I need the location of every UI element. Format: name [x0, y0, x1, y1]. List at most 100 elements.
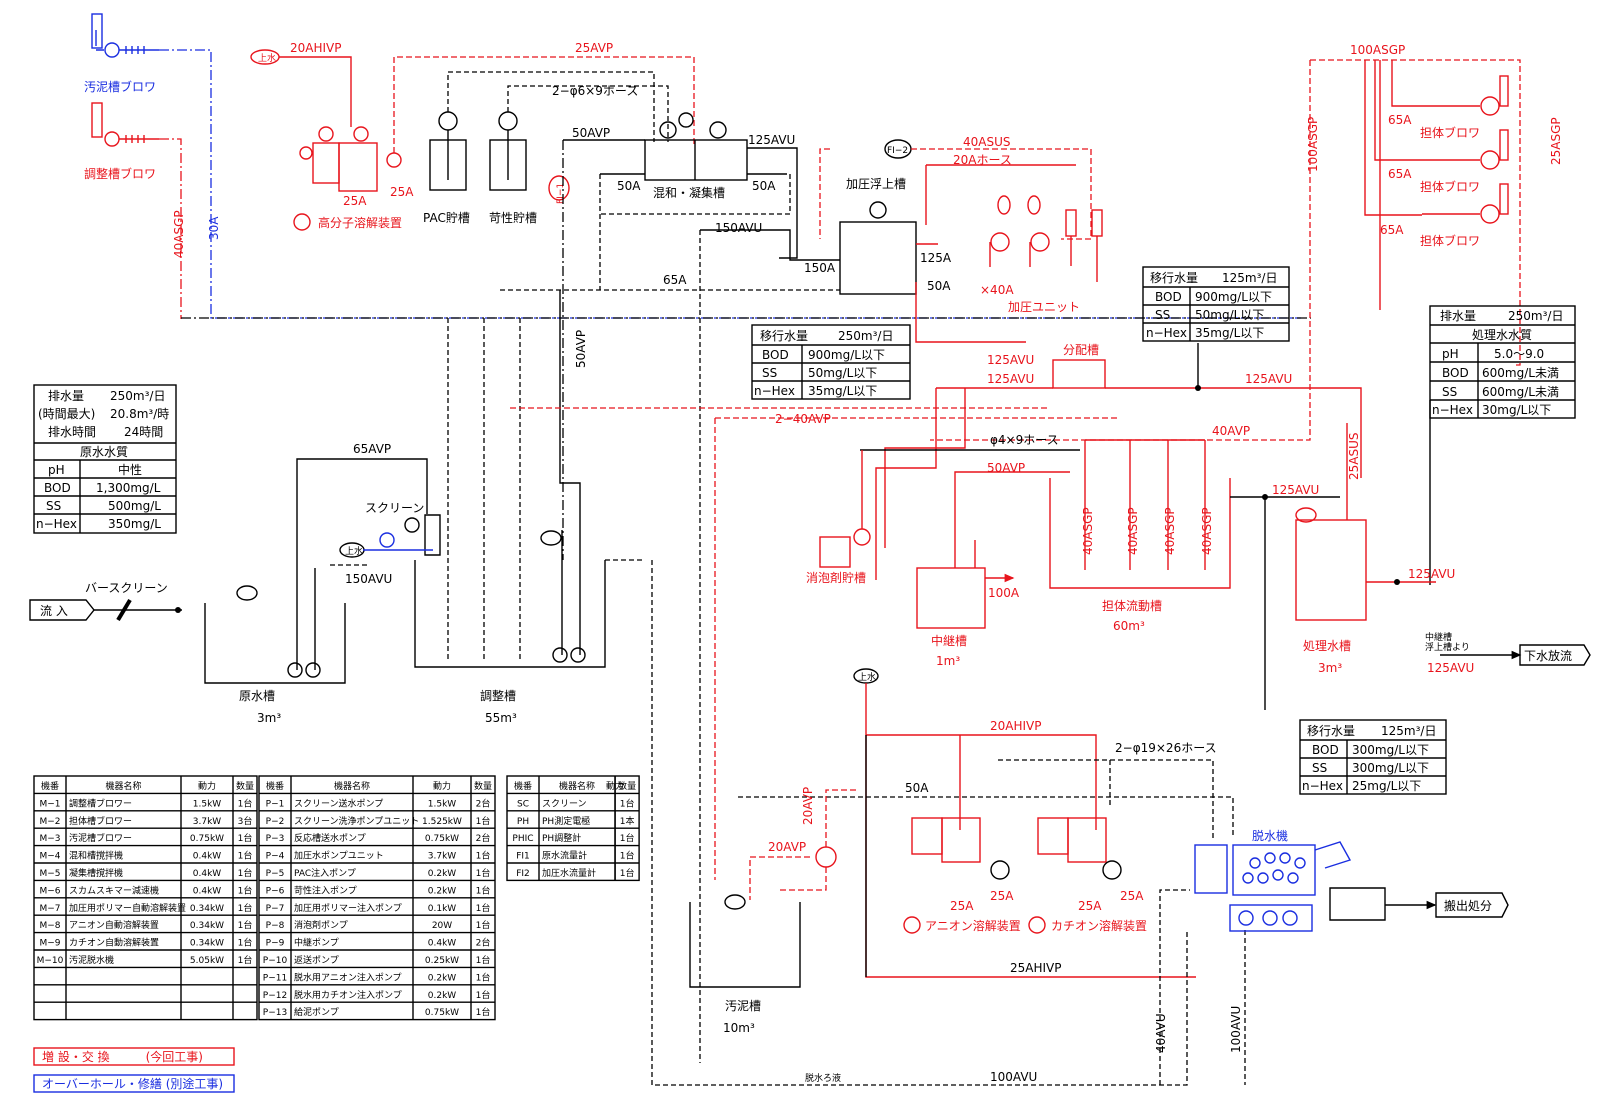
equip-cell: アニオン自動溶解装置 — [69, 919, 159, 931]
raw-water-tank: 原水槽 3m³ 65AVP — [204, 442, 428, 725]
svg-text:n−Hex: n−Hex — [36, 517, 77, 531]
legend-red: 増 設・交 換 (今回工事) — [42, 1049, 203, 1064]
svg-text:搬出処分: 搬出処分 — [1444, 898, 1492, 913]
svg-text:10m³: 10m³ — [723, 1021, 755, 1035]
svg-text:PAC貯槽: PAC貯槽 — [423, 211, 470, 225]
pipe-30a — [159, 49, 1301, 319]
svg-text:原水槽: 原水槽 — [239, 689, 275, 703]
svg-text:加圧浮上槽: 加圧浮上槽 — [846, 177, 906, 191]
equip-cell: 0.4kW — [193, 852, 222, 862]
equip-cell: 1台 — [238, 954, 253, 966]
svg-text:SS: SS — [1155, 308, 1170, 322]
svg-text:50mg/L以下: 50mg/L以下 — [1195, 308, 1264, 322]
equip-cell: M−8 — [39, 921, 60, 931]
dewater-section: 上水 20AHIVP 2−φ19×26ホース 50A 25A 25A 25A 2… — [738, 668, 1234, 978]
equip-cell: 1台 — [238, 937, 253, 949]
svg-text:排水量: 排水量 — [1440, 309, 1476, 323]
svg-text:30mg/L以下: 30mg/L以下 — [1482, 403, 1551, 417]
equip-cell: PH — [517, 817, 529, 827]
equip-cell: P−8 — [266, 921, 285, 931]
svg-text:分配槽: 分配槽 — [1063, 343, 1099, 357]
equip-header: 機番 — [514, 780, 532, 792]
svg-text:3m³: 3m³ — [257, 711, 281, 725]
dewater-machine: 脱水機 搬出処分 — [1194, 828, 1509, 932]
equip-header: 機器名称 — [334, 780, 370, 792]
equip-cell: 0.4kW — [428, 939, 457, 949]
equip-cell: 原水流量計 — [542, 850, 587, 862]
equip-cell: 0.2kW — [428, 886, 457, 896]
svg-text:25A: 25A — [950, 899, 974, 913]
equip-cell: PH調整計 — [542, 832, 581, 844]
svg-text:×40A: ×40A — [980, 283, 1014, 297]
equip-cell: 1台 — [476, 902, 491, 914]
svg-text:50AVP: 50AVP — [572, 126, 610, 140]
svg-text:n−Hex: n−Hex — [1302, 779, 1343, 793]
equip-cell: M−4 — [39, 852, 60, 862]
equip-cell: 0.4kW — [193, 886, 222, 896]
svg-text:50A: 50A — [617, 179, 641, 193]
adjustment-tank: 調整槽 55m³ — [414, 230, 701, 1063]
equip-cell: P−6 — [266, 886, 285, 896]
svg-text:カチオン溶解装置: カチオン溶解装置 — [1051, 918, 1147, 933]
equip-cell: P−2 — [266, 817, 285, 827]
equip-cell: 3台 — [238, 815, 253, 827]
equip-cell: 1台 — [476, 815, 491, 827]
equip-cell: P−3 — [266, 834, 285, 844]
equip-cell: 加圧水流量計 — [542, 867, 596, 879]
svg-text:担体ブロワ: 担体ブロワ — [1420, 125, 1480, 140]
svg-text:125AVU: 125AVU — [748, 133, 795, 147]
antifoam-tank: 消泡剤貯槽 — [806, 450, 871, 585]
equip-cell: 3.7kW — [428, 852, 457, 862]
polymer-dissolver-label: 高分子溶解装置 — [318, 215, 402, 230]
svg-text:中継槽: 中継槽 — [931, 633, 967, 648]
equip-cell: 20W — [432, 921, 452, 931]
equip-cell: 1台 — [238, 884, 253, 896]
svg-text:BOD: BOD — [44, 481, 71, 495]
equip-cell: 1.5kW — [193, 799, 222, 809]
svg-text:125AVU: 125AVU — [987, 372, 1034, 386]
equip-cell: P−4 — [266, 852, 285, 862]
svg-text:脱水ろ液: 脱水ろ液 — [805, 1072, 841, 1084]
svg-text:50AVP: 50AVP — [574, 330, 588, 368]
svg-text:300mg/L以下: 300mg/L以下 — [1352, 743, 1429, 757]
equip-cell: M−7 — [39, 904, 60, 914]
svg-text:40AVP: 40AVP — [1212, 424, 1250, 438]
equip-cell: 1台 — [238, 797, 253, 809]
svg-text:20AHIVP: 20AHIVP — [290, 41, 342, 55]
equip-cell: 給泥ポンプ — [294, 1006, 339, 1018]
svg-text:汚泥槽: 汚泥槽 — [725, 999, 761, 1013]
svg-text:FI−1: FI−1 — [556, 183, 566, 204]
adjust-blower-label: 調整槽ブロワ — [84, 166, 156, 181]
equip-cell: 1台 — [238, 867, 253, 879]
svg-text:排水量: 排水量 — [48, 389, 84, 403]
equip-cell: 中継ポンプ — [294, 937, 339, 949]
treated-water-tank: 処理水槽 3m³ 125AVU 25ASUS — [1295, 423, 1455, 675]
equip-cell: SC — [517, 799, 529, 809]
svg-text:アニオン溶解装置: アニオン溶解装置 — [925, 918, 1021, 933]
svg-text:50mg/L以下: 50mg/L以下 — [808, 366, 877, 380]
svg-text:60m³: 60m³ — [1113, 619, 1145, 633]
equip-cell: 1台 — [476, 971, 491, 983]
inflow-flag: 流 入 バースクリーン — [29, 581, 182, 622]
svg-text:100ASGP: 100ASGP — [1306, 117, 1320, 172]
svg-text:苛性貯槽: 苛性貯槽 — [489, 211, 537, 225]
svg-text:125AVU: 125AVU — [1408, 567, 1455, 581]
legend: 増 設・交 換 (今回工事) オーバーホール・修繕 (別途工事) — [33, 1047, 235, 1093]
equip-cell: 0.25kW — [425, 956, 459, 966]
equip-header: 機器名称 — [105, 780, 141, 792]
svg-text:50AVP: 50AVP — [987, 461, 1025, 475]
equip-cell: 2台 — [476, 832, 491, 844]
equip-cell: 0.4kW — [193, 869, 222, 879]
svg-text:600mg/L未満: 600mg/L未満 — [1482, 385, 1559, 399]
svg-text:250m³/日: 250m³/日 — [838, 329, 893, 343]
equip-cell: M−1 — [39, 799, 60, 809]
svg-text:125m³/日: 125m³/日 — [1222, 271, 1277, 285]
svg-text:50A: 50A — [752, 179, 776, 193]
equip-cell: スクリーン送水ポンプ — [294, 797, 383, 809]
equip-cell: P−5 — [266, 869, 285, 879]
svg-text:調整槽: 調整槽 — [480, 688, 516, 703]
